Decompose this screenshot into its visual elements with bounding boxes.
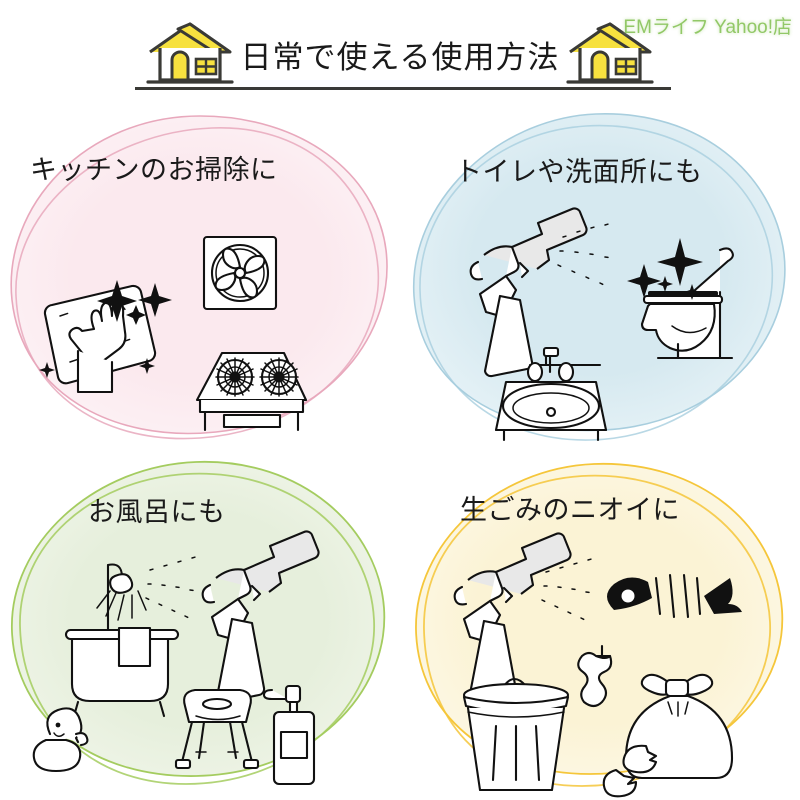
usage-panels-grid: キッチンのお掃除に [0,100,800,800]
panel-label-food-waste-odor: 生ごみのニオイに [460,495,680,525]
panel-food-waste-odor: 生ごみのニオイに [400,450,800,800]
panel-label-toilet-washroom: トイレや洗面所にも [455,157,703,187]
panel-kitchen: キッチンのお掃除に [0,100,400,450]
header: 日常で使える使用方法 EMライフ Yahoo!店 [0,0,800,105]
page-title: 日常で使える使用方法 [240,39,560,75]
panel-toilet-washroom: トイレや洗面所にも [400,100,800,450]
header-row: 日常で使える使用方法 [130,18,670,90]
panel-bathroom: お風呂にも [0,450,400,800]
header-divider [135,87,671,90]
house-icon [564,18,656,91]
panel-label-kitchen: キッチンのお掃除に [30,155,278,185]
house-icon [144,18,236,91]
panel-label-bathroom: お風呂にも [88,497,226,527]
